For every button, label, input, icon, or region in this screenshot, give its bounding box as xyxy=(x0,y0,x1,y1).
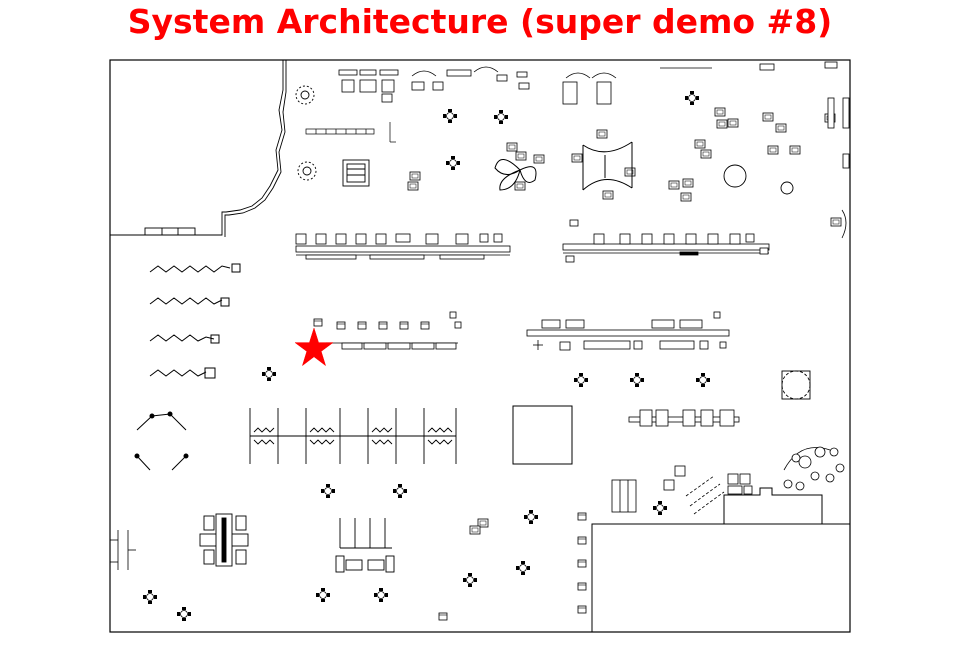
curved-seating xyxy=(663,465,753,515)
desk-row-c xyxy=(313,311,462,350)
meeting-table xyxy=(628,409,740,427)
page-title: System Architecture (super demo #8) xyxy=(127,2,833,41)
lower-bench xyxy=(335,518,395,573)
circle-cluster xyxy=(783,446,845,491)
zigzag-seating xyxy=(149,263,241,379)
floor-boundary xyxy=(109,59,851,633)
top-fixtures xyxy=(338,61,838,105)
desk-row-d xyxy=(526,311,730,351)
propeller-seating xyxy=(494,141,633,191)
bench-row-top xyxy=(305,122,396,143)
comb-desk-cluster xyxy=(249,408,457,464)
round-tables xyxy=(295,85,811,400)
room-fixtures xyxy=(438,479,637,621)
lounge-chairs xyxy=(407,107,842,227)
star-icon xyxy=(294,327,334,367)
right-edge-fixtures xyxy=(110,97,850,570)
desk-row-b xyxy=(562,219,770,263)
desk-station xyxy=(342,159,370,187)
diamond-desks xyxy=(134,411,189,471)
workstation-pod xyxy=(199,513,249,567)
left-wall-section xyxy=(110,60,287,237)
bottom-right-room xyxy=(591,487,850,632)
desk-row-a xyxy=(295,233,511,260)
central-block xyxy=(512,405,573,465)
